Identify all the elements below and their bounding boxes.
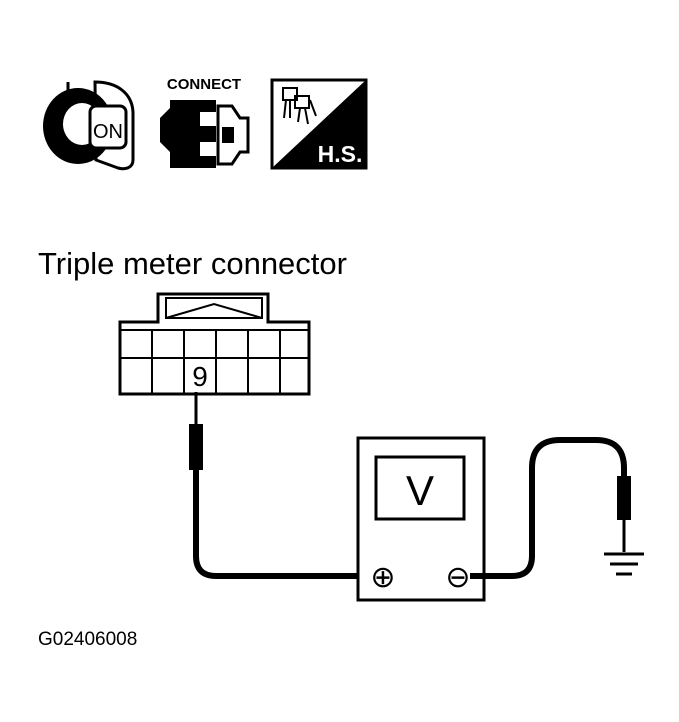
negative-terminal: ⊖ <box>445 561 470 594</box>
positive-probe <box>189 392 376 579</box>
hs-label: H.S. <box>318 141 363 167</box>
figure-code: G02406008 <box>38 629 137 650</box>
negative-probe <box>470 437 631 579</box>
meter-display: V <box>406 467 434 514</box>
voltmeter: V ⊕ ⊖ <box>356 436 486 602</box>
pin-9-label: 9 <box>192 361 208 392</box>
harness-hs-icon: H.S. <box>270 78 368 170</box>
positive-terminal: ⊕ <box>370 561 395 594</box>
connect-label: CONNECT <box>167 76 241 93</box>
connect-icon: CONNECT <box>160 76 250 168</box>
ground-icon <box>604 552 644 576</box>
connector-title: Triple meter connector <box>38 246 347 281</box>
key-on-label: ON <box>93 121 123 143</box>
ignition-key-icon: ON <box>43 80 135 171</box>
triple-meter-connector: 9 <box>118 292 311 396</box>
